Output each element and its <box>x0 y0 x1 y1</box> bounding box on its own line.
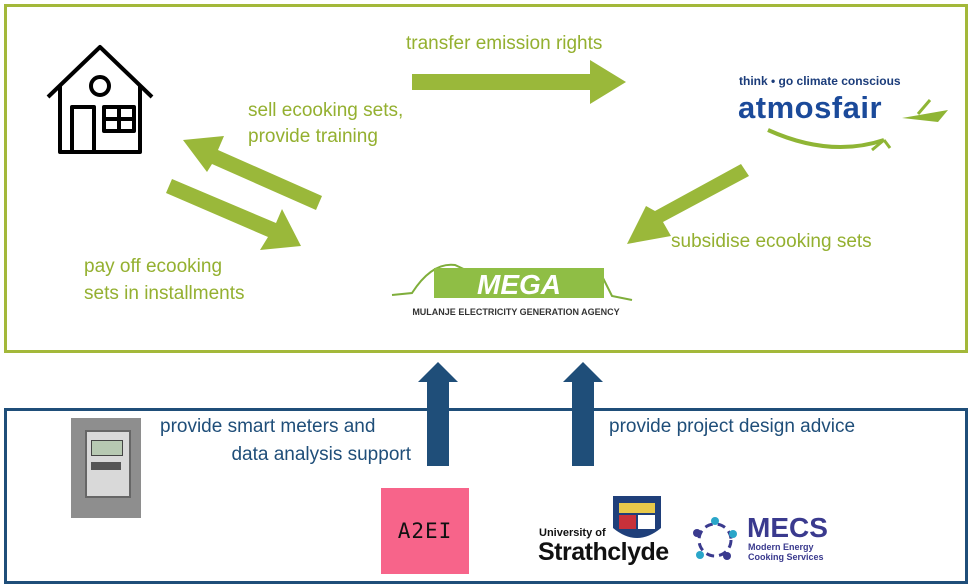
arrow-up-a2ei <box>418 362 458 466</box>
label-smart-line1: provide smart meters and <box>160 416 376 437</box>
atmosfair-tagline: think • go climate conscious <box>739 74 901 88</box>
label-design-advice: provide project design advice <box>609 416 856 437</box>
arrow-up-strathclyde <box>563 362 603 466</box>
atmosfair-logo: atmosfair <box>738 90 883 125</box>
label-payoff-line1: pay off ecooking <box>84 256 223 277</box>
stakeholder-box-top <box>4 4 968 353</box>
arrow-transfer-emission-rights <box>412 60 626 104</box>
a2ei-logo: A2EI <box>381 488 469 574</box>
mecs-logo: MECS <box>747 512 828 543</box>
mecs-subtitle: Modern Energy Cooking Services <box>748 542 824 562</box>
label-subsidise: subsidise ecooking sets <box>671 231 872 252</box>
smart-meter-image <box>71 418 141 518</box>
atmosfair-plane-icon <box>767 99 948 152</box>
label-payoff-line2: sets in installments <box>84 283 245 304</box>
mecs-subtitle-line1: Modern Energy <box>748 542 814 552</box>
mecs-logo-icon <box>693 517 737 560</box>
label-sell-line2: provide training <box>248 126 378 147</box>
mega-logo-text: MEGA <box>477 269 561 300</box>
strathclyde-logo: Strathclyde <box>538 538 669 566</box>
arrow-subsidise <box>627 164 749 244</box>
mecs-subtitle-line2: Cooking Services <box>748 552 824 562</box>
label-transfer-emission-rights: transfer emission rights <box>406 33 603 54</box>
strathclyde-prefix: University of <box>539 527 606 539</box>
support-box-bottom <box>4 408 968 584</box>
mega-logo: MEGA MULANJE ELECTRICITY GENERATION AGEN… <box>391 263 633 317</box>
strathclyde-crest-icon <box>613 496 661 538</box>
mega-logo-fulltext: MULANJE ELECTRICITY GENERATION AGENCY <box>412 307 619 317</box>
label-sell-line1: sell ecooking sets, <box>248 100 404 121</box>
label-smart-line2: data analysis support <box>231 444 411 465</box>
house-icon <box>46 45 154 154</box>
arrow-pay-off <box>166 179 301 250</box>
a2ei-logo-text: A2EI <box>397 519 453 543</box>
arrow-sell-ecooking <box>183 136 322 210</box>
